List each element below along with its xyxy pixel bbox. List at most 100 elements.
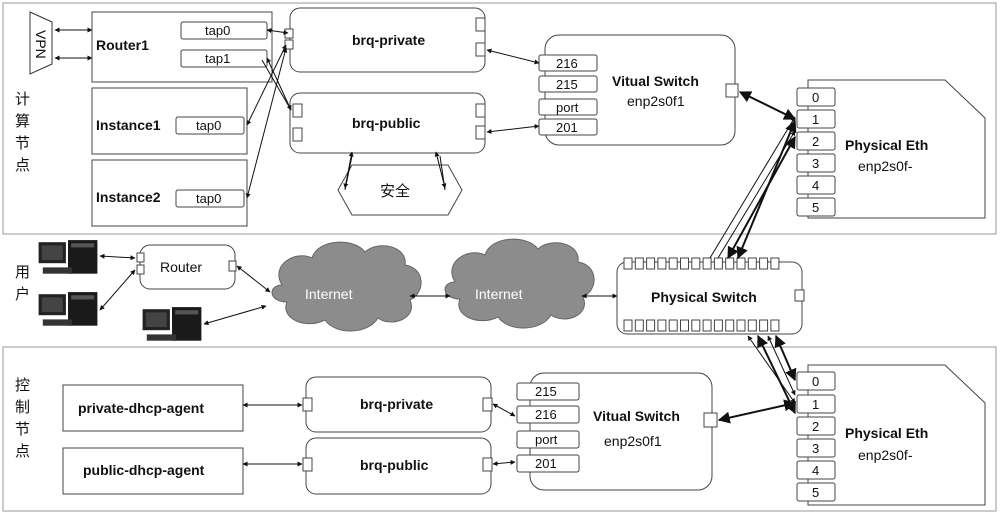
switch-port-slot xyxy=(759,257,769,270)
control-pport-3: 3 xyxy=(812,441,819,456)
instance2-tap0-label: tap0 xyxy=(196,191,221,206)
control-vport-1: 216 xyxy=(535,407,557,422)
switch-port-slot xyxy=(646,257,656,270)
control-zone-char-0: 控 xyxy=(15,376,30,394)
control-vswitch-title: Vitual Switch xyxy=(593,408,680,424)
switch-port-slot xyxy=(736,257,746,270)
switch-port-slot xyxy=(680,257,689,270)
compute-brq-private-label: brq-private xyxy=(352,32,425,48)
switch-port-slot xyxy=(668,257,678,270)
switch-port-slot xyxy=(634,319,644,332)
internet-cloud-1: Internet xyxy=(271,241,422,332)
user-zone-char-0: 用 xyxy=(15,263,30,281)
control-pport-1: 1 xyxy=(812,397,819,412)
instance1-label: Instance1 xyxy=(96,117,161,133)
control-vswitch-sub: enp2s0f1 xyxy=(604,433,662,449)
user-pc-3 xyxy=(142,307,202,341)
switch-port-slot xyxy=(691,319,701,332)
vpn-label: VPN xyxy=(33,30,49,59)
compute-vport-3: 201 xyxy=(556,120,578,135)
switch-port-slot xyxy=(713,319,723,332)
vpn-node: VPN xyxy=(29,11,53,75)
compute-vport-2: port xyxy=(556,100,579,115)
switch-port-slot xyxy=(747,319,757,332)
instance2-label: Instance2 xyxy=(96,189,161,205)
compute-vswitch-title: Vitual Switch xyxy=(612,73,699,89)
compute-phys-eth xyxy=(807,79,986,219)
physical-switch-label: Physical Switch xyxy=(651,289,757,305)
switch-port-slot xyxy=(646,319,656,332)
control-vport-2: port xyxy=(535,432,558,447)
compute-peth-title: Physical Eth xyxy=(845,137,928,153)
control-zone-char-1: 制 xyxy=(15,398,30,416)
control-brq-private-label: brq-private xyxy=(360,396,433,412)
switch-port-slot xyxy=(702,257,712,270)
switch-port-slot xyxy=(634,257,644,270)
control-zone-char-3: 点 xyxy=(15,442,30,460)
compute-vport-1: 215 xyxy=(556,77,578,92)
control-peth-sub: enp2s0f- xyxy=(858,447,913,463)
switch-port-slot xyxy=(702,319,712,332)
security-node xyxy=(337,164,463,216)
switch-port-slot xyxy=(623,257,633,270)
control-vport-0: 215 xyxy=(535,384,557,399)
router1-tap1-label: tap1 xyxy=(205,51,230,66)
control-zone-char-2: 节 xyxy=(15,420,30,438)
compute-vport-0: 216 xyxy=(556,56,578,71)
user-pc-1 xyxy=(38,240,98,274)
private-dhcp-agent-box xyxy=(62,384,244,432)
physical-switch: Physical Switch xyxy=(616,257,805,335)
instance1-tap0-port xyxy=(175,116,245,135)
compute-pport-0: 0 xyxy=(812,90,819,105)
instance1-tap0-label: tap0 xyxy=(196,118,221,133)
internet-1-label: Internet xyxy=(305,286,353,302)
switch-port-slot xyxy=(770,257,780,270)
user-pc-2 xyxy=(38,292,98,326)
public-dhcp-agent-label: public-dhcp-agent xyxy=(83,462,205,478)
control-vswitch-ports: 215 216 port 201 xyxy=(516,382,580,473)
compute-brq-public xyxy=(289,92,486,154)
compute-brq-public-label: brq-public xyxy=(352,115,421,131)
compute-zone-char-0: 计 xyxy=(15,90,30,108)
switch-port-slot xyxy=(691,257,701,270)
switch-port-slot xyxy=(623,319,633,332)
control-peth-title: Physical Eth xyxy=(845,425,928,441)
compute-zone-char-1: 算 xyxy=(15,112,30,130)
control-pport-2: 2 xyxy=(812,419,819,434)
switch-port-slot xyxy=(770,319,780,332)
public-dhcp-agent-box xyxy=(62,447,244,495)
switch-port-slot xyxy=(747,257,757,270)
physical-switch-bottom-ports xyxy=(623,319,780,332)
switch-port-slot xyxy=(680,319,689,332)
control-pport-5: 5 xyxy=(812,485,819,500)
switch-port-slot xyxy=(668,319,678,332)
control-phys-eth xyxy=(807,364,986,506)
compute-peth-sub: enp2s0f- xyxy=(858,158,913,174)
internet-2-label: Internet xyxy=(475,286,523,302)
user-zone-char-1: 户 xyxy=(15,285,30,303)
switch-port-slot xyxy=(657,319,667,332)
control-vport-3: 201 xyxy=(535,456,557,471)
control-pport-4: 4 xyxy=(812,463,819,478)
control-pport-0: 0 xyxy=(812,374,819,389)
router1-label: Router1 xyxy=(96,37,149,53)
compute-pport-4: 4 xyxy=(812,178,819,193)
switch-port-slot xyxy=(759,319,769,332)
compute-vswitch-ports: 216 215 port 201 xyxy=(538,54,598,136)
compute-pport-2: 2 xyxy=(812,134,819,149)
compute-zone-char-3: 点 xyxy=(15,156,30,174)
compute-vswitch-sub: enp2s0f1 xyxy=(627,93,685,109)
switch-port-slot xyxy=(713,257,723,270)
switch-port-slot xyxy=(736,319,746,332)
switch-port-slot xyxy=(657,257,667,270)
internet-cloud-2: Internet xyxy=(444,238,595,329)
switch-port-slot xyxy=(725,257,735,270)
compute-zone-char-2: 节 xyxy=(15,134,30,152)
router1-tap0-label: tap0 xyxy=(205,23,230,38)
control-peth-ports: 0 1 2 3 4 5 xyxy=(796,371,836,502)
compute-pport-5: 5 xyxy=(812,200,819,215)
private-dhcp-agent-label: private-dhcp-agent xyxy=(78,400,204,416)
compute-pport-3: 3 xyxy=(812,156,819,171)
